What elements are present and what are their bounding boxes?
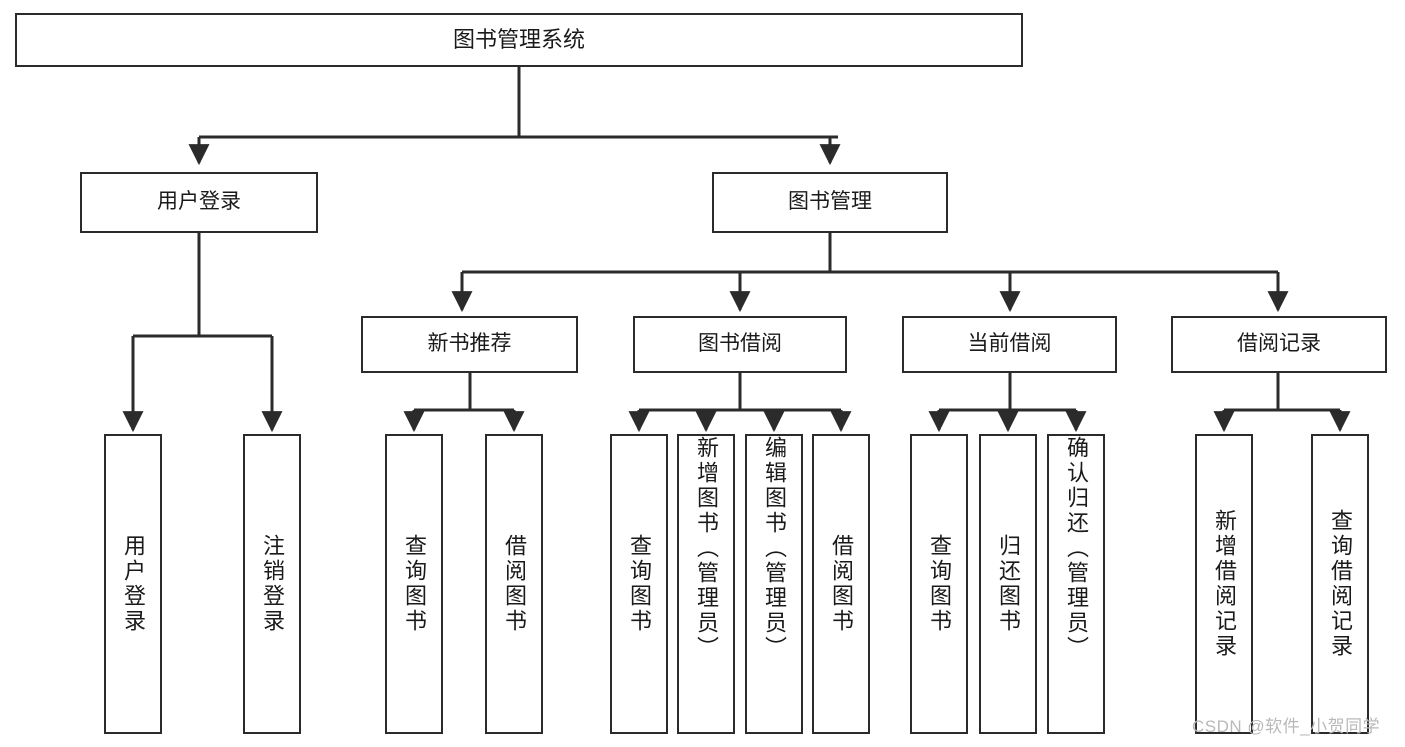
leaf-borrow-books-recommend[interactable]: 借阅图书 xyxy=(485,434,543,734)
node-new-book-recommend[interactable]: 新书推荐 xyxy=(361,316,578,373)
leaf-query-books-current[interactable]: 查询图书 xyxy=(910,434,968,734)
node-label: 新书推荐 xyxy=(427,332,512,356)
node-label: 确认归还（管理员） xyxy=(1064,436,1089,661)
node-label: 图书管理 xyxy=(788,190,872,214)
node-user-login[interactable]: 用户登录 xyxy=(80,172,318,233)
node-label: 查询图书 xyxy=(627,534,652,634)
leaf-borrow-books[interactable]: 借阅图书 xyxy=(812,434,870,734)
node-label: 借阅记录 xyxy=(1237,332,1321,356)
leaf-query-borrow-record[interactable]: 查询借阅记录 xyxy=(1311,434,1369,734)
node-label: 图书借阅 xyxy=(698,332,782,356)
node-label: 查询图书 xyxy=(927,534,952,634)
leaf-query-books-borrow[interactable]: 查询图书 xyxy=(610,434,668,734)
leaf-add-borrow-record[interactable]: 新增借阅记录 xyxy=(1195,434,1253,734)
node-label: 用户登录 xyxy=(121,534,146,634)
node-book-borrow[interactable]: 图书借阅 xyxy=(633,316,847,373)
node-label: 新增借阅记录 xyxy=(1212,509,1237,659)
node-label: 编辑图书（管理员） xyxy=(762,436,787,661)
leaf-edit-book-admin[interactable]: 编辑图书（管理员） xyxy=(745,434,803,734)
leaf-return-books[interactable]: 归还图书 xyxy=(979,434,1037,734)
node-label: 借阅图书 xyxy=(502,534,527,634)
node-label: 借阅图书 xyxy=(829,534,854,634)
leaf-query-books-recommend[interactable]: 查询图书 xyxy=(385,434,443,734)
node-label: 用户登录 xyxy=(157,190,241,214)
node-label: 图书管理系统 xyxy=(452,27,585,53)
node-label: 查询借阅记录 xyxy=(1328,509,1353,659)
node-label: 新增图书（管理员） xyxy=(694,436,719,661)
node-book-management[interactable]: 图书管理 xyxy=(712,172,948,233)
node-borrow-records[interactable]: 借阅记录 xyxy=(1171,316,1387,373)
node-root-system[interactable]: 图书管理系统 xyxy=(15,13,1023,67)
node-label: 查询图书 xyxy=(402,534,427,634)
node-label: 当前借阅 xyxy=(967,332,1052,356)
node-current-borrow[interactable]: 当前借阅 xyxy=(902,316,1117,373)
leaf-user-login[interactable]: 用户登录 xyxy=(104,434,162,734)
leaf-logout[interactable]: 注销登录 xyxy=(243,434,301,734)
leaf-confirm-return-admin[interactable]: 确认归还（管理员） xyxy=(1047,434,1105,734)
csdn-watermark: CSDN @软件_小贺同学 xyxy=(1192,717,1381,736)
node-label: 归还图书 xyxy=(996,534,1021,634)
leaf-add-book-admin[interactable]: 新增图书（管理员） xyxy=(677,434,735,734)
node-label: 注销登录 xyxy=(260,534,285,634)
